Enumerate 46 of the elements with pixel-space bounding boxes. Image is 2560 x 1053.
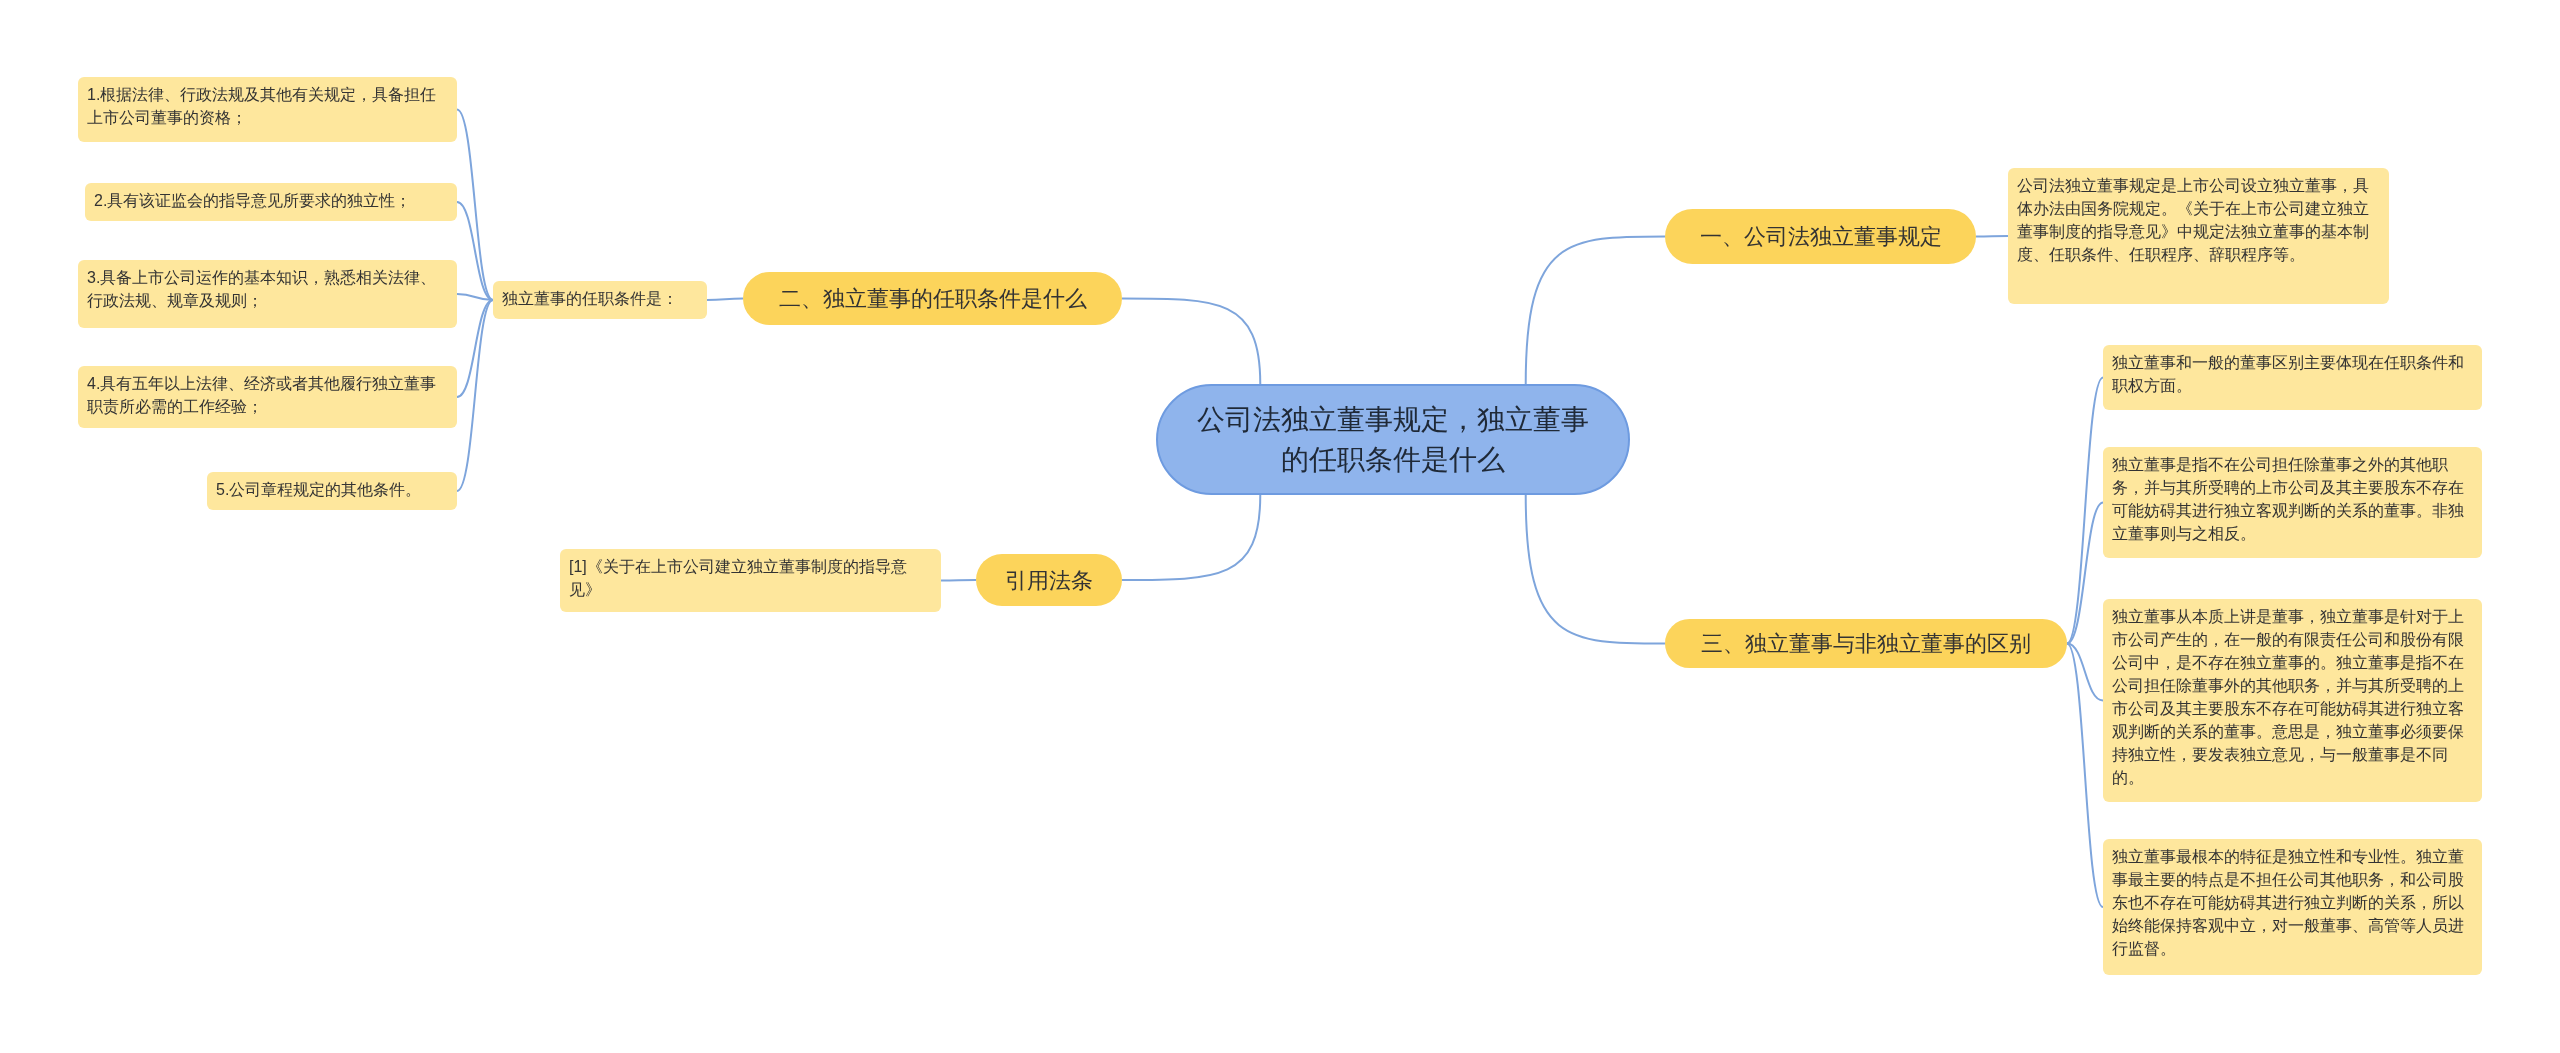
detail-box [78,77,457,142]
detail-box [2103,839,2482,975]
connector-line [1524,235,1666,385]
topic-text: 4.具有五年以上法律、经济或者其他履行独立董事职责所必需的工作经验； [87,374,438,417]
topic-text: 3.具备上市公司运作的基本知识，熟悉相关法律、行政法规、规章及规则； [87,268,438,311]
topic-text: 公司法独立董事规定是上市公司设立独立董事，具体办法由国务院规定。《关于在上市公司建立独立董事制度的指导意见》中规定法独立董事的基本制度、任职条件、任职程序、辞职程序等。 [2017,176,2370,265]
main-topic [743,272,1122,325]
detail-box [493,281,707,319]
connector-line [706,297,744,301]
connector-line [456,108,494,301]
topic-text: 独立董事最根本的特征是独立性和专业性。独立董事最主要的特点是不担任公司其他职务，和公司股东也不存在可能妨碍其进行独立判断的关系，所以始终能保持客观中立，对一般董事、高管等人员进行监督。 [2112,847,2465,959]
connector-line [2066,642,2104,908]
main-topic [1665,209,1976,264]
detail-box [560,549,941,612]
topic-text: [1]《关于在上市公司建立独立董事制度的指导意见》 [569,557,908,600]
main-topic [976,554,1122,606]
detail-box [2103,599,2482,802]
topic-text: 2.具有该证监会的指导意见所要求的独立性； [94,191,413,211]
connector-line [940,579,977,582]
topic-text: 独立董事从本质上讲是董事，独立董事是针对于上市公司产生的，在一般的有限责任公司和股份有限公司中，是不存在独立董事的。独立董事是指不在公司担任除董事外的其他职务，并与其所受聘的上市公司及其主要股东不存在可能妨碍其进行独立客观判断的关系的董事。意思是，独立董事必须要保持独立性，要发表独立意见，与一般董事是不同的。 [2112,607,2465,788]
topic-text: 独立董事的任职条件是： [502,289,679,309]
topic-text: 公司法独立董事规定，独立董事的任职条件是什么 [1196,402,1590,477]
topic-text: 1.根据法律、行政法规及其他有关规定，具备担任上市公司董事的资格； [87,85,438,128]
detail-box [78,366,457,428]
connector-line [1121,494,1262,581]
topic-text: 5.公司章程规定的其他条件。 [216,480,423,500]
detail-box [85,183,457,221]
detail-box [2008,168,2389,304]
connector-line [1121,297,1262,385]
detail-box [2103,447,2482,558]
connector-line [1975,235,2009,238]
connector-line [2066,501,2104,645]
main-topic [1665,619,2067,668]
topic-text: 引用法条 [1004,566,1094,595]
topic-text: 独立董事和一般的董事区别主要体现在任职条件和职权方面。 [2112,353,2465,396]
detail-box [207,472,457,510]
detail-box [2103,345,2482,410]
connector-line [456,299,494,492]
connector-line [1524,494,1666,645]
connector-line [456,201,494,301]
topic-text: 二、独立董事的任职条件是什么 [777,285,1088,313]
topic-text: 一、公司法独立董事规定 [1698,223,1943,251]
topic-text: 三、独立董事与非独立董事的区别 [1700,630,2032,658]
connector-line [2066,642,2104,702]
topic-text: 独立董事是指不在公司担任除董事之外的其他职务，并与其所受聘的上市公司及其主要股东不存在可能妨碍其进行独立客观判断的关系的董事。非独立董事则与之相反。 [2112,455,2465,544]
detail-box [78,260,457,328]
